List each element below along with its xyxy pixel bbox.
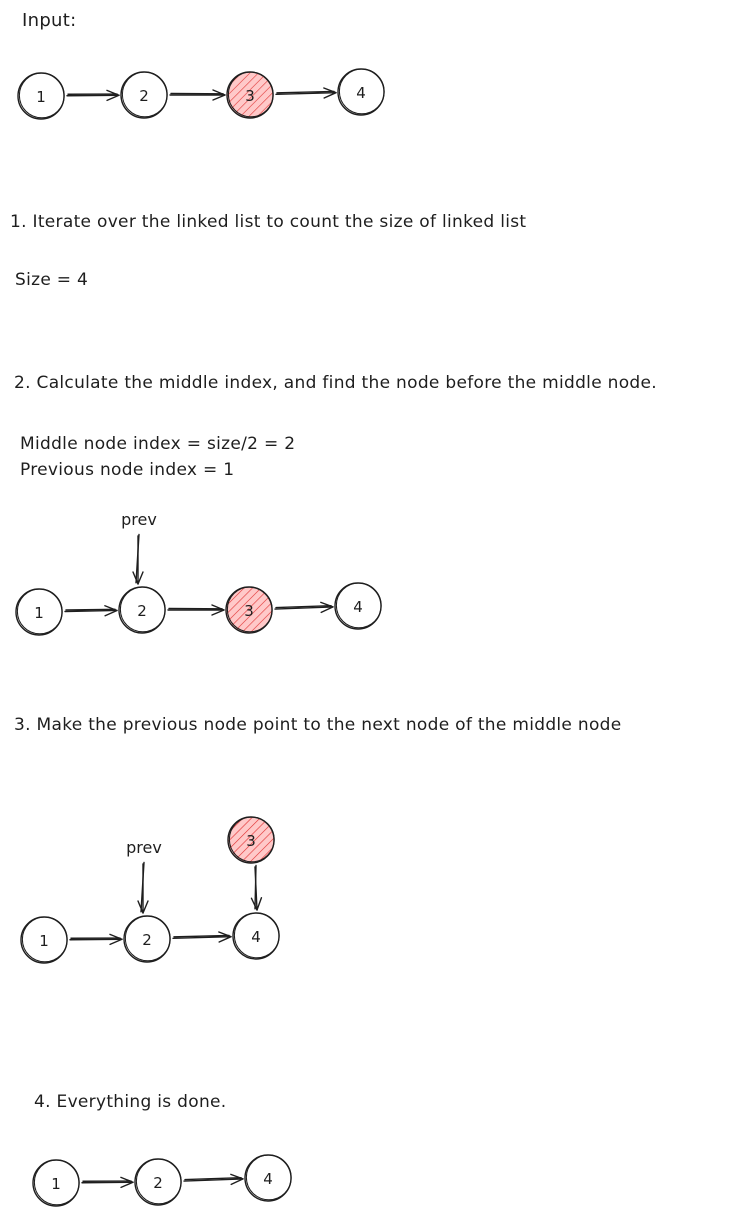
node-input-3-fill bbox=[227, 72, 273, 118]
node-input-1: 1 bbox=[17, 72, 65, 120]
node-step3-4: 4 bbox=[232, 912, 280, 960]
node-step3-3: 3 bbox=[227, 816, 275, 864]
node-input-2-circle-sketch bbox=[121, 71, 168, 118]
step-4-text: 4. Everything is done. bbox=[34, 1092, 227, 1112]
node-final-4-circle-sketch bbox=[245, 1154, 292, 1201]
size-line: Size = 4 bbox=[15, 270, 89, 290]
diagram-final: 1 2 4 bbox=[32, 1154, 292, 1207]
diagram-step2: prev 1 2 3 4 bbox=[15, 510, 382, 636]
node-input-3: 3 bbox=[226, 71, 274, 119]
step-1-text: 1. Iterate over the linked list to count… bbox=[10, 212, 527, 232]
prev-label-step2: prev bbox=[121, 510, 157, 529]
node-final-1-label: 1 bbox=[51, 1175, 61, 1193]
node-step3-2-circle-sketch bbox=[124, 915, 171, 962]
node-input-3-label: 3 bbox=[245, 87, 255, 105]
node-step3-4-label: 4 bbox=[251, 928, 261, 946]
node-step2-4-label: 4 bbox=[353, 598, 363, 616]
node-step2-3-label: 3 bbox=[244, 602, 254, 620]
node-final-2-circle-sketch bbox=[135, 1158, 182, 1205]
node-input-1-label: 1 bbox=[36, 88, 46, 106]
node-step2-1-circle-sketch bbox=[16, 588, 63, 635]
node-final-2-label: 2 bbox=[153, 1174, 163, 1192]
node-step2-3-circle-sketch bbox=[226, 586, 273, 633]
step-2-text: 2. Calculate the middle index, and find … bbox=[14, 373, 657, 393]
edge-final-0 bbox=[81, 1176, 134, 1189]
edge-input-0 bbox=[66, 89, 120, 102]
edge-step2-0 bbox=[64, 605, 118, 617]
node-step2-2-circle-sketch bbox=[119, 586, 166, 633]
node-step3-1-circle-sketch bbox=[21, 916, 68, 963]
node-step3-2: 2 bbox=[123, 915, 171, 963]
node-final-1-circle-sketch bbox=[33, 1159, 80, 1206]
node-final-4-label: 4 bbox=[263, 1170, 273, 1188]
node-final-4: 4 bbox=[244, 1154, 292, 1202]
edge-step3-1 bbox=[172, 931, 232, 943]
prev-arrow-step3-sketch bbox=[140, 861, 145, 913]
node-step2-1: 1 bbox=[15, 588, 63, 636]
node-input-2-label: 2 bbox=[139, 87, 149, 105]
node-final-1: 1 bbox=[32, 1159, 80, 1207]
diagram-step3: prev 1 2 4 3 bbox=[20, 816, 280, 964]
node-input-4-circle-sketch bbox=[338, 68, 385, 115]
node-step3-1: 1 bbox=[20, 916, 68, 964]
edge-step3-0 bbox=[69, 933, 123, 946]
node-step2-4-circle-sketch bbox=[335, 582, 382, 629]
node-step2-2: 2 bbox=[118, 586, 166, 634]
node-step3-1-label: 1 bbox=[39, 932, 49, 950]
node-step2-4: 4 bbox=[334, 582, 382, 630]
prev-arrow-step2-sketch bbox=[135, 533, 140, 584]
input-title: Input: bbox=[22, 10, 77, 31]
edge-step3-1-sketch bbox=[173, 934, 230, 938]
edge-final-1 bbox=[183, 1173, 244, 1186]
node-step3-2-label: 2 bbox=[142, 931, 152, 949]
previous-index-line: Previous node index = 1 bbox=[20, 460, 235, 480]
node-input-1-circle-sketch bbox=[18, 72, 65, 119]
node-final-2: 2 bbox=[134, 1158, 182, 1206]
edge-input-2-sketch bbox=[276, 90, 335, 94]
diagram-input: 1 2 3 4 bbox=[17, 68, 385, 120]
node-step2-1-label: 1 bbox=[34, 604, 44, 622]
node-step3-3-fill bbox=[228, 817, 274, 863]
node-step2-2-label: 2 bbox=[137, 602, 147, 620]
node-step2-3-fill bbox=[226, 587, 272, 633]
node-step3-3-label: 3 bbox=[246, 832, 256, 850]
edge-step2-2-sketch bbox=[275, 605, 332, 609]
edge-step2-0-sketch bbox=[65, 608, 116, 611]
node-input-3-circle-sketch bbox=[227, 71, 274, 118]
prev-label-step3: prev bbox=[126, 838, 162, 857]
node-input-4: 4 bbox=[337, 68, 385, 116]
edge-final-1-sketch bbox=[184, 1177, 242, 1181]
node-input-4-label: 4 bbox=[356, 84, 366, 102]
node-step2-3: 3 bbox=[225, 586, 273, 634]
middle-index-line: Middle node index = size/2 = 2 bbox=[20, 434, 296, 454]
node-step3-4-circle-sketch bbox=[233, 912, 280, 959]
edge-input-2 bbox=[275, 87, 337, 99]
node-input-2: 2 bbox=[120, 71, 168, 119]
middle-next-arrow-step3-sketch bbox=[254, 864, 257, 910]
edge-step2-2 bbox=[274, 601, 334, 614]
node-step3-3-circle-sketch bbox=[228, 816, 275, 863]
step-3-text: 3. Make the previous node point to the n… bbox=[14, 715, 622, 735]
